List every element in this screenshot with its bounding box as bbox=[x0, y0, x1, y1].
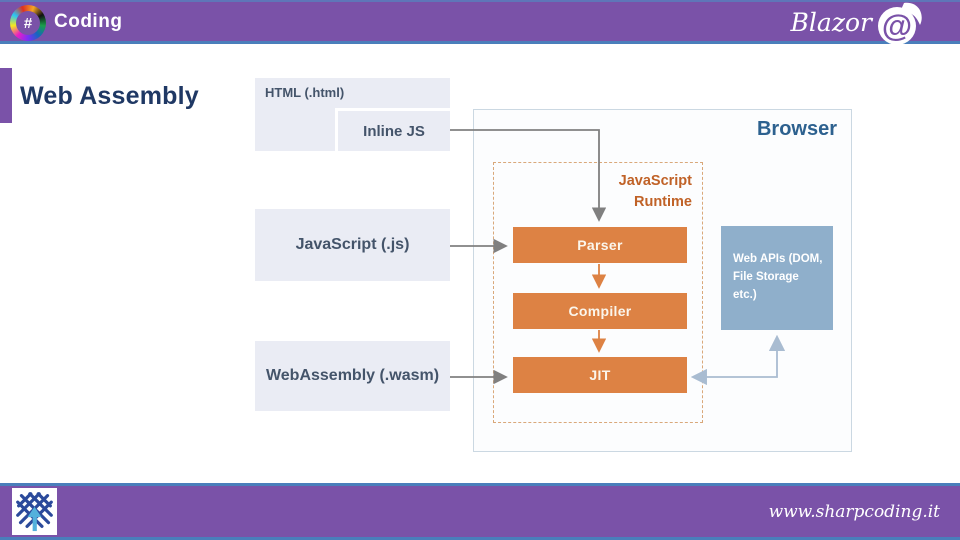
footer-logo bbox=[12, 488, 57, 535]
page-title: Web Assembly bbox=[20, 82, 199, 110]
web-apis-label-line1: Web APIs (DOM, bbox=[733, 253, 823, 266]
inline-js-box: Inline JS bbox=[335, 108, 450, 151]
blazor-wordmark: Blazor bbox=[790, 8, 872, 37]
up-arrow-icon bbox=[27, 506, 42, 532]
webassembly-box: WebAssembly (.wasm) bbox=[255, 341, 450, 411]
jit-label: JIT bbox=[589, 367, 611, 383]
js-runtime-label: JavaScript Runtime bbox=[618, 173, 692, 211]
blazor-logo-icon: @ bbox=[874, 1, 924, 46]
at-glyph: @ bbox=[882, 8, 912, 43]
brand-label: Coding bbox=[54, 11, 123, 32]
javascript-box-label: JavaScript (.js) bbox=[295, 236, 410, 253]
jit-box: JIT bbox=[513, 357, 687, 393]
web-apis-box: Web APIs (DOM, File Storage etc.) bbox=[721, 226, 833, 330]
web-apis-label-line2: File Storage etc.) bbox=[733, 271, 799, 301]
hash-icon: # bbox=[16, 11, 40, 35]
lattice-tree-icon bbox=[16, 492, 53, 532]
title-accent-bar bbox=[0, 68, 12, 123]
compiler-label: Compiler bbox=[568, 303, 632, 319]
html-box-label: HTML (.html) bbox=[265, 85, 345, 100]
parser-label: Parser bbox=[577, 237, 623, 253]
footer-url: www.sharpcoding.it bbox=[768, 502, 940, 522]
parser-box: Parser bbox=[513, 227, 687, 263]
inline-js-label: Inline JS bbox=[363, 122, 425, 140]
compiler-box: Compiler bbox=[513, 293, 687, 329]
coding-swirl-icon: # bbox=[10, 5, 46, 41]
javascript-box: JavaScript (.js) bbox=[255, 209, 450, 281]
header-bar: # Coding Blazor @ bbox=[0, 0, 960, 46]
browser-label: Browser bbox=[756, 118, 837, 140]
footer-bar: www.sharpcoding.it bbox=[0, 483, 960, 540]
webassembly-box-label: WebAssembly (.wasm) bbox=[265, 367, 440, 384]
